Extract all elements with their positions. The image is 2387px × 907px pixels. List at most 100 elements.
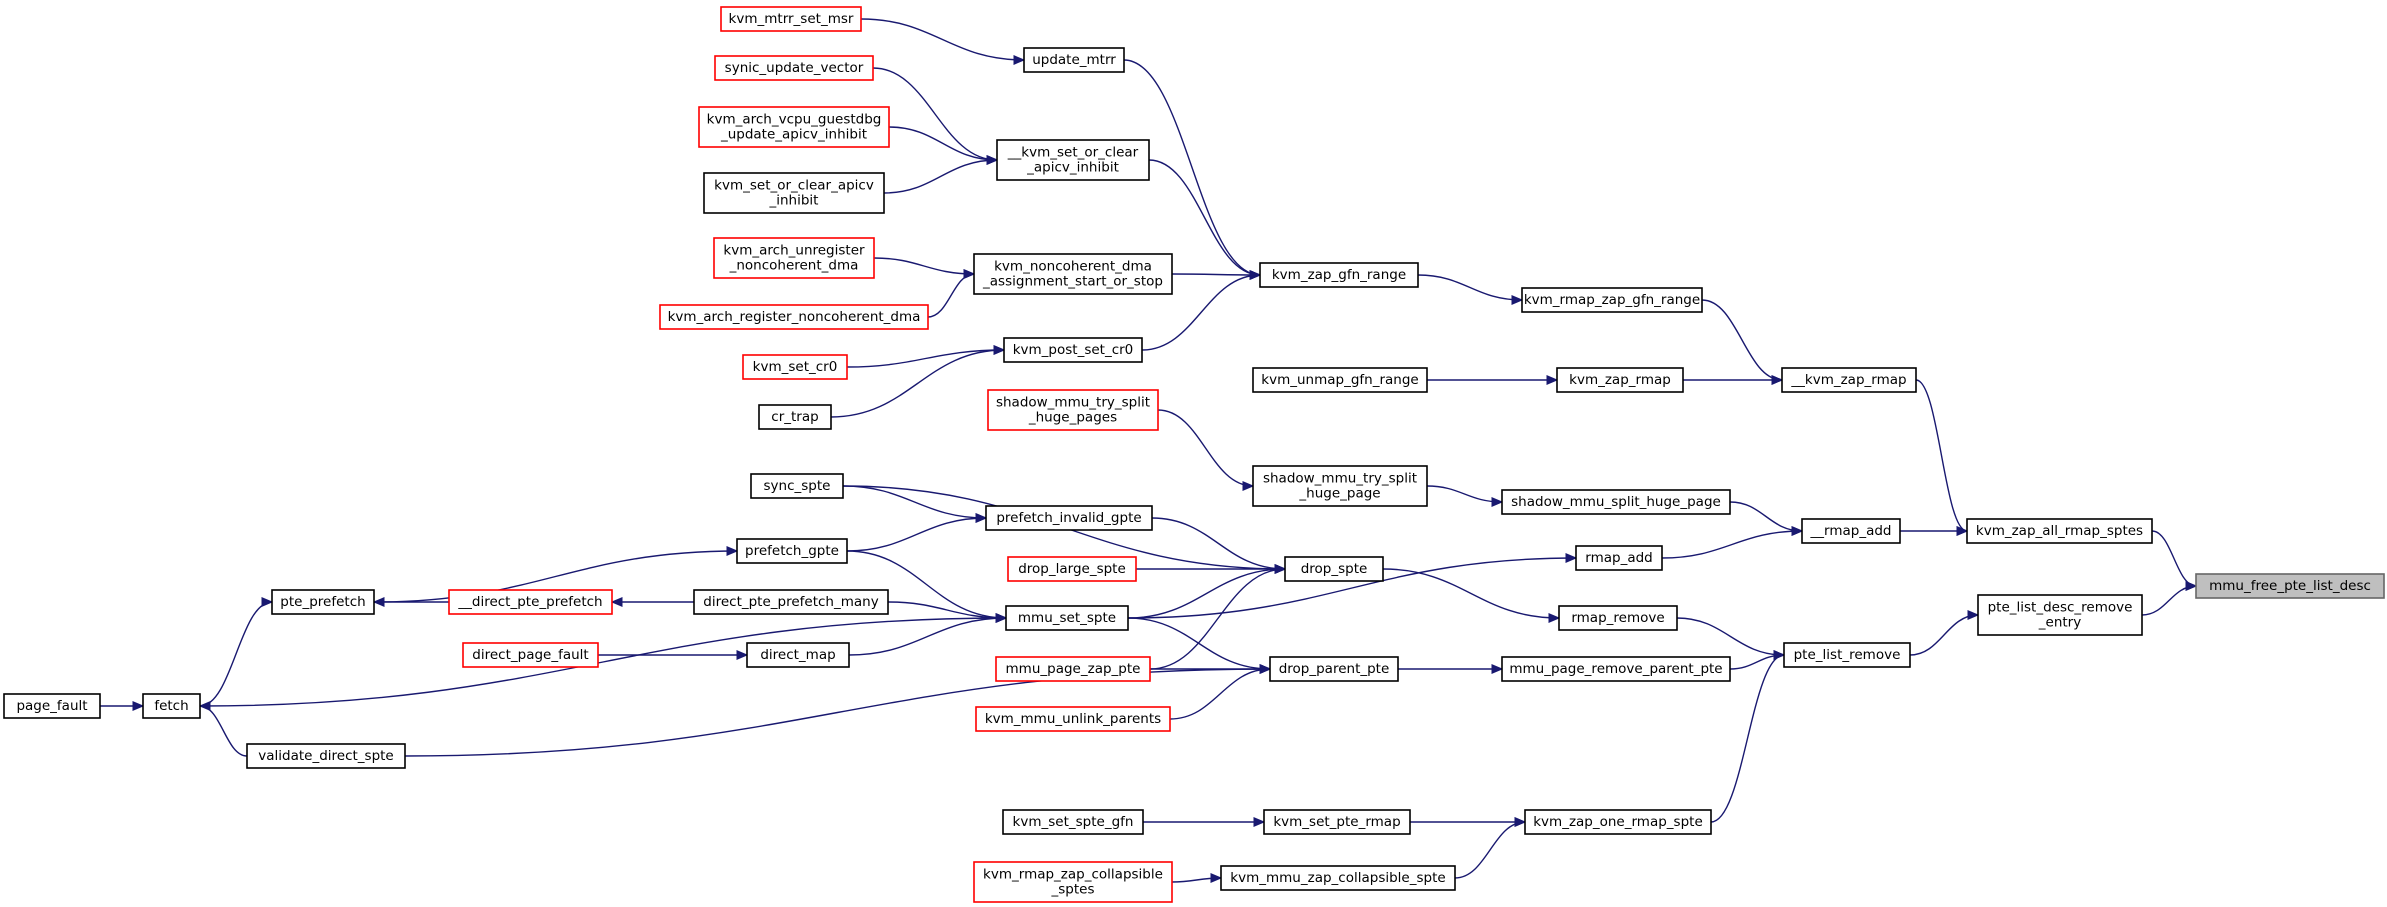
node-pte_prefetch[interactable]: pte_prefetch (271, 589, 375, 615)
node-box-drop_large_spte[interactable] (1007, 556, 1137, 582)
node-box-__direct_pte_prefetch[interactable] (448, 589, 613, 615)
node-box-direct_page_fault[interactable] (462, 642, 599, 668)
node-box-direct_map[interactable] (746, 642, 850, 668)
node-kvm_set_or_clear_apicv_inhibit[interactable]: kvm_set_or_clear_apicv_inhibit (703, 172, 885, 214)
node-drop_large_spte[interactable]: drop_large_spte (1007, 556, 1137, 582)
node-kvm_noncoherent_dma_assignment_start_or_stop[interactable]: kvm_noncoherent_dma_assignment_start_or_… (973, 253, 1173, 295)
node-__direct_pte_prefetch[interactable]: __direct_pte_prefetch (448, 589, 613, 615)
node-box-mmu_set_spte[interactable] (1005, 605, 1129, 631)
node-prefetch_invalid_gpte[interactable]: prefetch_invalid_gpte (985, 505, 1153, 531)
node-kvm_mmu_unlink_parents[interactable]: kvm_mmu_unlink_parents (975, 706, 1171, 732)
node-box-kvm_rmap_zap_collapsible_sptes[interactable] (973, 861, 1173, 903)
node-kvm_zap_gfn_range[interactable]: kvm_zap_gfn_range (1259, 262, 1419, 288)
node-box-pte_list_remove[interactable] (1783, 642, 1911, 668)
node-box-kvm_zap_gfn_range[interactable] (1259, 262, 1419, 288)
node-box-kvm_rmap_zap_gfn_range[interactable] (1521, 287, 1703, 313)
node-box-cr_trap[interactable] (758, 404, 832, 430)
node-box-page_fault[interactable] (3, 693, 101, 719)
node-kvm_arch_unregister_noncoherent_dma[interactable]: kvm_arch_unregister_noncoherent_dma (713, 237, 875, 279)
node-box-direct_pte_prefetch_many[interactable] (693, 589, 889, 615)
node-box-kvm_set_or_clear_apicv_inhibit[interactable] (703, 172, 885, 214)
node-__kvm_zap_rmap[interactable]: __kvm_zap_rmap (1781, 367, 1917, 393)
node-kvm_rmap_zap_collapsible_sptes[interactable]: kvm_rmap_zap_collapsible_sptes (973, 861, 1173, 903)
node-fetch[interactable]: fetch (142, 693, 201, 719)
node-box-kvm_mtrr_set_msr[interactable] (720, 6, 862, 32)
node-update_mtrr[interactable]: update_mtrr (1023, 47, 1125, 73)
node-mmu_free_pte_list_desc[interactable]: mmu_free_pte_list_desc (2195, 573, 2385, 599)
node-box-kvm_unmap_gfn_range[interactable] (1252, 367, 1428, 393)
node-kvm_set_spte_gfn[interactable]: kvm_set_spte_gfn (1002, 809, 1144, 835)
node-box-synic_update_vector[interactable] (714, 55, 874, 81)
node-box-mmu_free_pte_list_desc[interactable] (2195, 573, 2385, 599)
node-sync_spte[interactable]: sync_spte (750, 473, 844, 499)
node-kvm_set_cr0[interactable]: kvm_set_cr0 (742, 354, 848, 380)
node-box-pte_list_desc_remove_entry[interactable] (1977, 594, 2143, 636)
node-box-shadow_mmu_try_split_huge_pages[interactable] (987, 389, 1159, 431)
node-box-__kvm_zap_rmap[interactable] (1781, 367, 1917, 393)
node-box-kvm_zap_one_rmap_spte[interactable] (1524, 809, 1712, 835)
node-box-shadow_mmu_try_split_huge_page[interactable] (1252, 465, 1428, 507)
node-shadow_mmu_try_split_huge_pages[interactable]: shadow_mmu_try_split_huge_pages (987, 389, 1159, 431)
node-box-kvm_mmu_zap_collapsible_spte[interactable] (1220, 865, 1456, 891)
node-mmu_set_spte[interactable]: mmu_set_spte (1005, 605, 1129, 631)
node-kvm_arch_vcpu_guestdbg_update_apicv_inhibit[interactable]: kvm_arch_vcpu_guestdbg_update_apicv_inhi… (698, 106, 890, 148)
node-box-__kvm_set_or_clear_apicv_inhibit[interactable] (996, 139, 1150, 181)
node-box-kvm_arch_unregister_noncoherent_dma[interactable] (713, 237, 875, 279)
node-box-mmu_page_remove_parent_pte[interactable] (1501, 656, 1731, 682)
node-kvm_set_pte_rmap[interactable]: kvm_set_pte_rmap (1263, 809, 1411, 835)
node-kvm_zap_rmap[interactable]: kvm_zap_rmap (1556, 367, 1684, 393)
node-kvm_zap_all_rmap_sptes[interactable]: kvm_zap_all_rmap_sptes (1966, 518, 2153, 544)
node-box-sync_spte[interactable] (750, 473, 844, 499)
node-kvm_unmap_gfn_range[interactable]: kvm_unmap_gfn_range (1252, 367, 1428, 393)
node-box-rmap_add[interactable] (1575, 545, 1663, 571)
node-box-shadow_mmu_split_huge_page[interactable] (1501, 489, 1731, 515)
node-drop_parent_pte[interactable]: drop_parent_pte (1269, 656, 1399, 682)
node-box-kvm_set_spte_gfn[interactable] (1002, 809, 1144, 835)
node-box-kvm_zap_all_rmap_sptes[interactable] (1966, 518, 2153, 544)
node-box-kvm_zap_rmap[interactable] (1556, 367, 1684, 393)
node-direct_page_fault[interactable]: direct_page_fault (462, 642, 599, 668)
node-drop_spte[interactable]: drop_spte (1284, 556, 1384, 582)
node-prefetch_gpte[interactable]: prefetch_gpte (736, 538, 848, 564)
node-box-kvm_arch_register_noncoherent_dma[interactable] (659, 304, 929, 330)
node-box-kvm_noncoherent_dma_assignment_start_or_stop[interactable] (973, 253, 1173, 295)
node-box-update_mtrr[interactable] (1023, 47, 1125, 73)
node-pte_list_desc_remove_entry[interactable]: pte_list_desc_remove_entry (1977, 594, 2143, 636)
node-pte_list_remove[interactable]: pte_list_remove (1783, 642, 1911, 668)
node-box-drop_spte[interactable] (1284, 556, 1384, 582)
node-box-prefetch_gpte[interactable] (736, 538, 848, 564)
node-kvm_mmu_zap_collapsible_spte[interactable]: kvm_mmu_zap_collapsible_spte (1220, 865, 1456, 891)
node-cr_trap[interactable]: cr_trap (758, 404, 832, 430)
node-rmap_add[interactable]: rmap_add (1575, 545, 1663, 571)
node-page_fault[interactable]: page_fault (3, 693, 101, 719)
node-box-pte_prefetch[interactable] (271, 589, 375, 615)
node-rmap_remove[interactable]: rmap_remove (1558, 605, 1678, 631)
node-box-prefetch_invalid_gpte[interactable] (985, 505, 1153, 531)
node-box-kvm_set_pte_rmap[interactable] (1263, 809, 1411, 835)
node-__rmap_add[interactable]: __rmap_add (1801, 518, 1901, 544)
node-synic_update_vector[interactable]: synic_update_vector (714, 55, 874, 81)
node-mmu_page_zap_pte[interactable]: mmu_page_zap_pte (995, 656, 1151, 682)
node-mmu_page_remove_parent_pte[interactable]: mmu_page_remove_parent_pte (1501, 656, 1731, 682)
node-box-drop_parent_pte[interactable] (1269, 656, 1399, 682)
node-box-kvm_arch_vcpu_guestdbg_update_apicv_inhibit[interactable] (698, 106, 890, 148)
node-box-__rmap_add[interactable] (1801, 518, 1901, 544)
node-kvm_rmap_zap_gfn_range[interactable]: kvm_rmap_zap_gfn_range (1521, 287, 1703, 313)
node-kvm_arch_register_noncoherent_dma[interactable]: kvm_arch_register_noncoherent_dma (659, 304, 929, 330)
node-box-kvm_post_set_cr0[interactable] (1003, 337, 1143, 363)
node-box-kvm_mmu_unlink_parents[interactable] (975, 706, 1171, 732)
node-__kvm_set_or_clear_apicv_inhibit[interactable]: __kvm_set_or_clear_apicv_inhibit (996, 139, 1150, 181)
node-shadow_mmu_try_split_huge_page[interactable]: shadow_mmu_try_split_huge_page (1252, 465, 1428, 507)
node-shadow_mmu_split_huge_page[interactable]: shadow_mmu_split_huge_page (1501, 489, 1731, 515)
node-box-validate_direct_spte[interactable] (246, 743, 406, 769)
node-box-rmap_remove[interactable] (1558, 605, 1678, 631)
node-kvm_mtrr_set_msr[interactable]: kvm_mtrr_set_msr (720, 6, 862, 32)
node-box-fetch[interactable] (142, 693, 201, 719)
node-direct_pte_prefetch_many[interactable]: direct_pte_prefetch_many (693, 589, 889, 615)
node-box-kvm_set_cr0[interactable] (742, 354, 848, 380)
node-validate_direct_spte[interactable]: validate_direct_spte (246, 743, 406, 769)
node-kvm_zap_one_rmap_spte[interactable]: kvm_zap_one_rmap_spte (1524, 809, 1712, 835)
node-box-mmu_page_zap_pte[interactable] (995, 656, 1151, 682)
node-direct_map[interactable]: direct_map (746, 642, 850, 668)
node-kvm_post_set_cr0[interactable]: kvm_post_set_cr0 (1003, 337, 1143, 363)
